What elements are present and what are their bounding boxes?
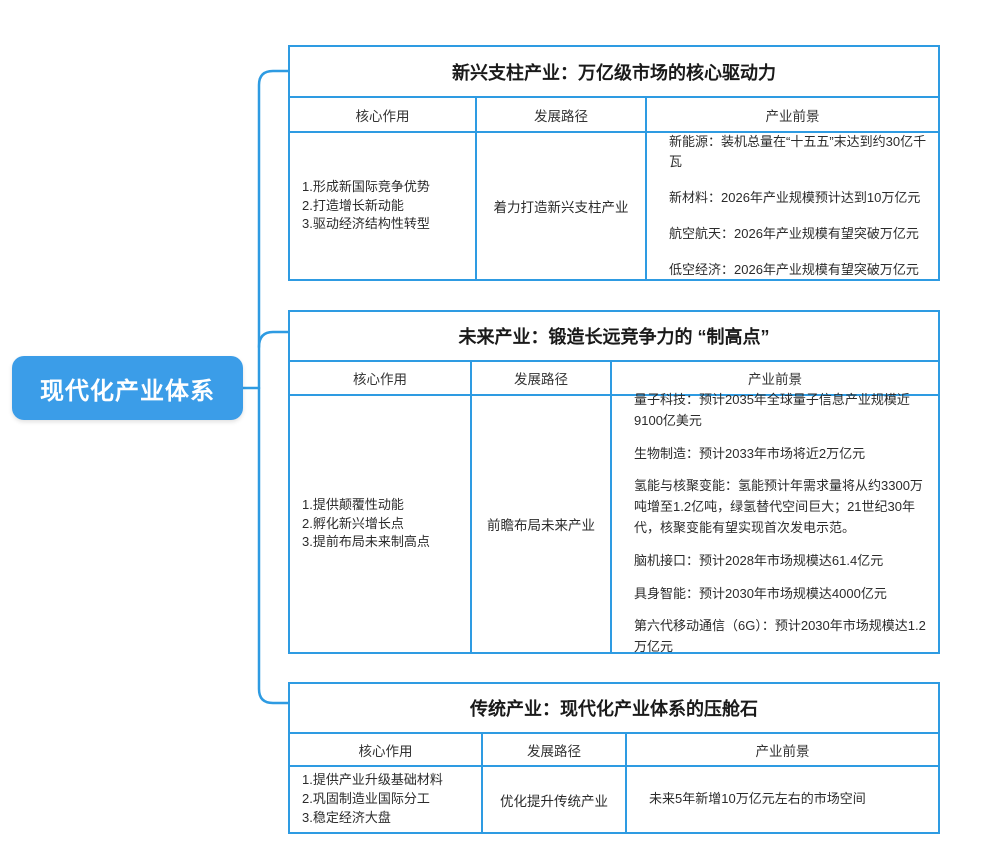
header-development-path: 发展路径 bbox=[475, 98, 645, 131]
table-emerging-pillar-industries: 新兴支柱产业：万亿级市场的核心驱动力 核心作用 发展路径 产业前景 1.形成新国… bbox=[288, 45, 940, 281]
header-core-role: 核心作用 bbox=[358, 743, 413, 759]
edge-trunk-top-bottom bbox=[257, 69, 290, 705]
header-development-path: 发展路径 bbox=[470, 362, 610, 394]
role-item: 1.形成新国际竞争优势 bbox=[302, 178, 430, 194]
table-title: 传统产业：现代化产业体系的压舱石 bbox=[470, 699, 758, 719]
table-future-industries: 未来产业：锻造长远竞争力的 “制高点” 核心作用 发展路径 产业前景 1.提供颠… bbox=[288, 310, 940, 654]
development-path-cell: 着力打造新兴支柱产业 bbox=[475, 133, 645, 279]
prospects-cell: 未来5年新增10万亿元左右的市场空间 bbox=[625, 767, 938, 832]
table-title: 新兴支柱产业：万亿级市场的核心驱动力 bbox=[452, 62, 776, 83]
prospect-item: 低空经济：2026年产业规模有望突破万亿元 bbox=[669, 261, 919, 277]
header-core-role: 核心作用 bbox=[355, 108, 410, 124]
prospect-item: 新能源：装机总量在“十五五”末达到约30亿千瓦 bbox=[669, 133, 927, 170]
prospect-item: 第六代移动通信（6G）：预计2030年市场规模达1.2万亿元 bbox=[634, 618, 926, 655]
role-item: 1.提供颠覆性动能 bbox=[302, 496, 404, 512]
prospect-item: 具身智能：预计2030年市场规模达4000亿元 bbox=[634, 585, 887, 601]
table-body-row: 1.提供产业升级基础材料 2.巩固制造业国际分工 3.稳定经济大盘 优化提升传统… bbox=[290, 765, 938, 832]
prospect-item: 未来5年新增10万亿元左右的市场空间 bbox=[649, 791, 866, 807]
table-title: 未来产业：锻造长远竞争力的 “制高点” bbox=[458, 327, 770, 347]
role-item: 3.提前布局未来制高点 bbox=[302, 534, 430, 550]
prospect-item: 氢能与核聚变能：氢能预计年需求量将从约3300万吨增至1.2亿吨，绿氢替代空间巨… bbox=[634, 478, 923, 535]
development-path-cell: 优化提升传统产业 bbox=[481, 767, 625, 832]
prospects-cell: 新能源：装机总量在“十五五”末达到约30亿千瓦 新材料：2026年产业规模预计达… bbox=[645, 133, 938, 279]
prospect-item: 脑机接口：预计2028年市场规模达61.4亿元 bbox=[634, 552, 884, 568]
role-item: 3.稳定经济大盘 bbox=[302, 809, 391, 825]
prospects-cell: 量子科技：预计2035年全球量子信息产业规模近9100亿美元 生物制造：预计20… bbox=[610, 392, 938, 654]
role-item: 2.打造增长新动能 bbox=[302, 197, 404, 213]
core-roles-cell: 1.提供产业升级基础材料 2.巩固制造业国际分工 3.稳定经济大盘 bbox=[290, 767, 481, 832]
header-industry-prospects: 产业前景 bbox=[610, 362, 938, 394]
table-header-row: 核心作用 发展路径 产业前景 bbox=[290, 732, 938, 765]
prospect-item: 生物制造：预计2033年市场将近2万亿元 bbox=[634, 445, 866, 461]
header-development-path: 发展路径 bbox=[481, 734, 625, 765]
table-header-row: 核心作用 发展路径 产业前景 bbox=[290, 96, 938, 131]
prospect-item: 量子科技：预计2035年全球量子信息产业规模近9100亿美元 bbox=[634, 392, 910, 428]
table-body-row: 1.提供颠覆性动能 2.孵化新兴增长点 3.提前布局未来制高点 前瞻布局未来产业… bbox=[290, 392, 938, 654]
core-roles-cell: 1.提供颠覆性动能 2.孵化新兴增长点 3.提前布局未来制高点 bbox=[290, 396, 470, 652]
role-item: 2.巩固制造业国际分工 bbox=[302, 791, 430, 807]
role-item: 2.孵化新兴增长点 bbox=[302, 515, 404, 531]
role-item: 1.提供产业升级基础材料 bbox=[302, 772, 443, 788]
core-roles-cell: 1.形成新国际竞争优势 2.打造增长新动能 3.驱动经济结构性转型 bbox=[290, 133, 475, 279]
root-node-label: 现代化产业体系 bbox=[40, 377, 215, 405]
prospect-item: 航空航天：2026年产业规模有望突破万亿元 bbox=[669, 225, 919, 241]
header-industry-prospects: 产业前景 bbox=[625, 734, 938, 765]
development-path-cell: 前瞻布局未来产业 bbox=[470, 396, 610, 652]
root-node: 现代化产业体系 bbox=[12, 356, 243, 420]
role-item: 3.驱动经济结构性转型 bbox=[302, 216, 430, 232]
table-header-row: 核心作用 发展路径 产业前景 bbox=[290, 360, 938, 394]
table-traditional-industries: 传统产业：现代化产业体系的压舱石 核心作用 发展路径 产业前景 1.提供产业升级… bbox=[288, 682, 940, 834]
header-core-role: 核心作用 bbox=[353, 372, 407, 387]
edge-to-future-table bbox=[257, 330, 290, 349]
table-body-row: 1.形成新国际竞争优势 2.打造增长新动能 3.驱动经济结构性转型 着力打造新兴… bbox=[290, 131, 938, 279]
prospect-item: 新材料：2026年产业规模预计达到10万亿元 bbox=[669, 190, 921, 206]
header-industry-prospects: 产业前景 bbox=[645, 98, 938, 131]
